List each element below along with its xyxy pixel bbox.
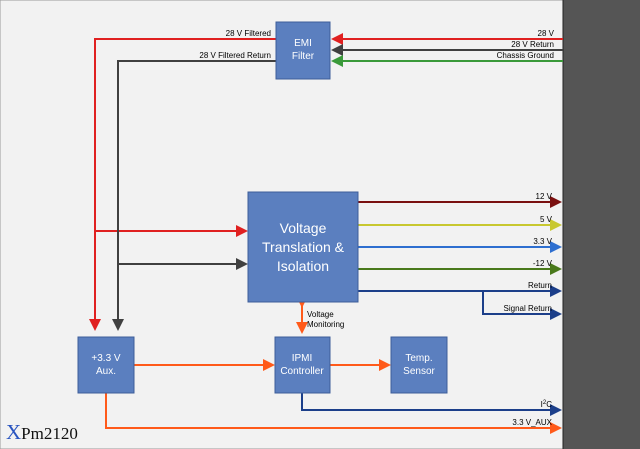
emi-filter-line1: EMI [294,38,312,49]
ipmi-line1: IPMI [292,353,313,364]
emi-filter-block: EMI Filter [275,21,331,80]
temp-sensor-block: Temp. Sensor [390,336,448,394]
label-12v: 12 V [536,192,553,201]
wire-28v-filtered [89,38,276,331]
label-28v-filtered: 28 V Filtered [226,29,271,38]
aux-line2: Aux. [96,366,116,377]
label-i2c-i: I [541,400,543,409]
logo-text: Pm2120 [21,424,78,443]
wire-28v-filtered-return [112,60,276,331]
ipmi-controller-block: IPMI Controller [274,336,331,394]
label-voltage-monitoring-1: Voltage [307,310,334,319]
label-28v-return: 28 V Return [511,40,554,49]
label-signal-return: Signal Return [504,304,552,313]
aux-line1: +3.3 V [91,353,121,364]
temp-line1: Temp. [405,353,432,364]
product-logo: XPm2120 [6,420,78,444]
connector-panel [563,0,640,449]
label-voltage-monitoring-2: Monitoring [307,320,344,329]
aux-supply-block: +3.3 V Aux. [77,336,135,394]
wire-3v3-aux [105,393,562,434]
wire-signal-return-out [482,291,562,320]
logo-x: X [6,420,21,444]
vti-line2: Translation & [262,239,345,255]
label-28v: 28 V [538,29,555,38]
emi-filter-line2: Filter [292,51,315,62]
label-minus12v: -12 V [533,259,553,268]
ipmi-line2: Controller [280,366,324,377]
label-chassis-ground: Chassis Ground [497,51,554,60]
label-3v3: 3.3 V [533,237,552,246]
voltage-translation-block: Voltage Translation & Isolation [247,191,359,303]
label-i2c-superscript: 2 [543,400,547,406]
vti-line3: Isolation [277,258,329,274]
label-3v3-aux: 3.3 V_AUX [512,418,552,427]
label-i2c: I2C [541,400,553,409]
label-i2c-c: C [546,400,552,409]
vti-line1: Voltage [280,220,327,236]
wire-i2c [301,393,562,416]
temp-line2: Sensor [403,366,435,377]
label-28v-filtered-return: 28 V Filtered Return [199,51,271,60]
label-return: Return [528,281,552,290]
label-5v: 5 V [540,215,553,224]
